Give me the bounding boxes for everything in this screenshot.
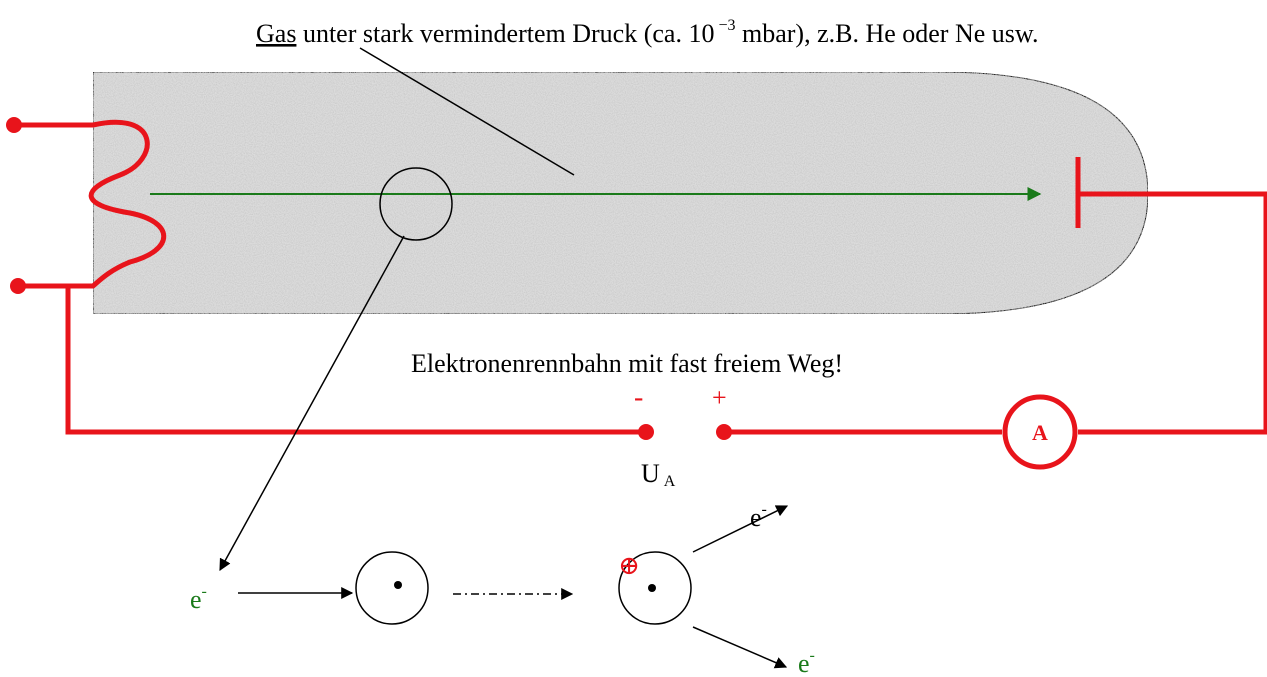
scattered-electron-arrow-up [692, 505, 789, 553]
ammeter-label: A [1032, 420, 1048, 445]
scattered-electron-label-down: e- [798, 647, 815, 677]
cathode-filament [88, 119, 166, 289]
zoom-circle [379, 167, 453, 241]
gas-caption: Gas unter stark vermindertem Druck (ca. … [256, 17, 1038, 48]
voltage-terminal-negative [638, 424, 654, 440]
filament-terminal-top [6, 117, 22, 133]
plus-sign: + [712, 383, 727, 412]
ionized-atom-nucleus [648, 584, 656, 592]
neutral-atom-nucleus [394, 581, 402, 589]
gas-pointer-line [359, 47, 575, 176]
scattered-electron-arrow-down [692, 626, 788, 669]
ammeter [1002, 394, 1078, 470]
minus-sign: - [634, 382, 643, 413]
voltage-terminal-positive [716, 424, 732, 440]
race-track-caption: Elektronenrennbahn mit fast freiem Weg! [411, 349, 843, 378]
filament-terminal-bottom [10, 278, 26, 294]
positive-ion-sign: ⊕ [618, 551, 640, 580]
zoom-pointer-arrow [219, 235, 405, 572]
scattered-electron-label-up: e- [750, 501, 767, 532]
neutral-atom [355, 551, 429, 625]
circuit-wiring [14, 122, 1267, 435]
incoming-electron-label: e- [190, 583, 207, 614]
ionized-atom [618, 551, 692, 625]
